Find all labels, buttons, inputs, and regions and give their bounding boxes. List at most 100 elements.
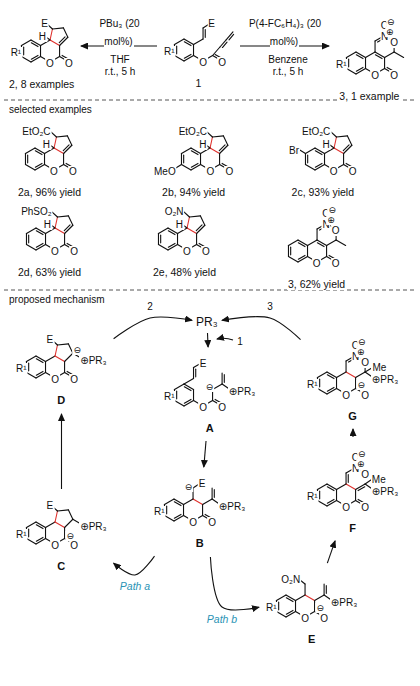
bond-line xyxy=(44,154,45,165)
bond-line xyxy=(224,375,225,383)
bond-line xyxy=(181,154,182,165)
bond-line xyxy=(189,216,200,217)
bond-line xyxy=(40,46,41,57)
bond-line xyxy=(21,57,31,63)
bond-line xyxy=(36,538,43,542)
bond-line xyxy=(175,39,185,45)
bond-line xyxy=(193,44,194,55)
bond-line xyxy=(205,29,206,37)
bond-line xyxy=(327,387,334,391)
atom-label: O xyxy=(50,374,60,385)
reaction-arrow xyxy=(352,429,353,437)
edge-label-wrap: PBu₃ (20 mol%) xyxy=(88,13,150,49)
bond-line xyxy=(184,54,191,58)
bond-line xyxy=(184,499,194,505)
bond-line xyxy=(318,388,328,394)
caption-wrap: F xyxy=(348,518,357,536)
bond-line xyxy=(295,600,296,611)
atom-label: R¹ xyxy=(163,391,176,402)
bond-line xyxy=(26,245,36,251)
bond-line xyxy=(317,243,324,247)
atom-label: O xyxy=(64,58,74,69)
bond-line xyxy=(210,148,220,154)
bond-line xyxy=(50,29,52,40)
atom-wrap: H xyxy=(38,26,47,44)
bond-line xyxy=(25,148,35,154)
atom-wrap: O xyxy=(68,161,78,179)
bond-line xyxy=(343,154,344,165)
atom-wrap: ⊖ xyxy=(357,331,367,349)
bond-line xyxy=(177,234,178,245)
bond-line xyxy=(286,597,293,601)
bond-line xyxy=(174,502,181,506)
atom-label: EtO₂C xyxy=(301,126,331,137)
reaction-arrow xyxy=(207,333,209,347)
bond-line xyxy=(307,240,317,246)
atom-wrap: O xyxy=(217,52,227,70)
bond-line xyxy=(305,595,315,601)
condition-label: Path a xyxy=(119,580,151,592)
bond-line xyxy=(165,516,175,522)
atom-label: R¹ xyxy=(10,47,23,58)
atom-label: O xyxy=(331,225,341,236)
bond-line xyxy=(358,487,365,491)
atom-wrap: O xyxy=(300,608,310,626)
atom-label: E xyxy=(46,334,55,345)
reaction-arrow xyxy=(210,557,259,610)
compound-structure: O⊖N⊕OMe⊕PR₃⊖R¹OOG xyxy=(303,328,403,426)
condition-label: P(4-FC₆H₄)₃ (20 mol%) xyxy=(248,18,321,47)
atom-wrap: ⊕PR₃ xyxy=(79,516,107,534)
reaction-arrow xyxy=(222,317,301,340)
bond-line xyxy=(346,372,356,378)
atom-wrap: R¹ xyxy=(306,486,319,504)
bond-line xyxy=(296,595,306,601)
label-wrap: THF xyxy=(109,49,130,67)
atom-label: O xyxy=(341,502,351,513)
edge-label-wrap: P(4-FC₆H₄)₃ (20 mol%) xyxy=(245,13,325,49)
atom-label: E xyxy=(46,500,55,511)
bond-line xyxy=(356,372,366,378)
bond-line xyxy=(195,369,196,377)
bond-line xyxy=(36,372,43,376)
bond-line xyxy=(194,39,204,45)
compound-label: 2e, 48% yield xyxy=(152,266,217,278)
bond-line xyxy=(158,245,168,251)
bond-line xyxy=(64,225,70,231)
catalyst-node: PR₃ xyxy=(195,312,219,330)
atom-label: H xyxy=(175,219,184,230)
bond-line xyxy=(193,499,203,505)
caption-wrap: 2d, 63% yield xyxy=(17,262,82,280)
atom-wrap: E xyxy=(199,353,208,371)
atom-wrap: O xyxy=(50,535,60,553)
caption-wrap: E xyxy=(307,629,316,647)
compound-structure: O⊖N⊕OOO3, 62% yield xyxy=(285,196,349,294)
bond-line xyxy=(168,244,175,248)
bond-line xyxy=(28,235,29,243)
compound-structure: O₂N⊖⊕PR₃R¹OOE xyxy=(262,566,362,649)
atom-wrap: O xyxy=(64,53,74,71)
atom-wrap: O xyxy=(331,220,341,238)
atom-wrap: O xyxy=(45,53,55,71)
bond-line xyxy=(174,514,181,518)
bond-line xyxy=(54,137,56,148)
bond-line xyxy=(55,511,57,522)
bond-line xyxy=(45,234,46,245)
atom-label: E xyxy=(207,18,216,29)
compound-label: 3, 1 example xyxy=(338,90,400,102)
bond-line xyxy=(346,361,347,372)
charge-label: ⊖ xyxy=(327,205,337,215)
bond-line xyxy=(184,387,191,391)
atom-label: ⊕PR₃ xyxy=(79,521,107,532)
bond-layer xyxy=(228,181,420,341)
bond-line xyxy=(202,505,203,516)
atom-label: ⊕PR₃ xyxy=(330,597,358,608)
bond-line xyxy=(57,216,68,217)
bond-line xyxy=(288,240,298,246)
atom-wrap: ⊕PR₃ xyxy=(228,381,256,399)
atom-wrap: E xyxy=(46,329,55,347)
atom-label: O xyxy=(198,402,208,413)
charge-label: ⊖ xyxy=(205,382,215,392)
atom-wrap: O xyxy=(360,352,370,370)
charge-label: ⊖ xyxy=(357,337,367,347)
caption-wrap: 3, 1 example xyxy=(338,86,400,104)
